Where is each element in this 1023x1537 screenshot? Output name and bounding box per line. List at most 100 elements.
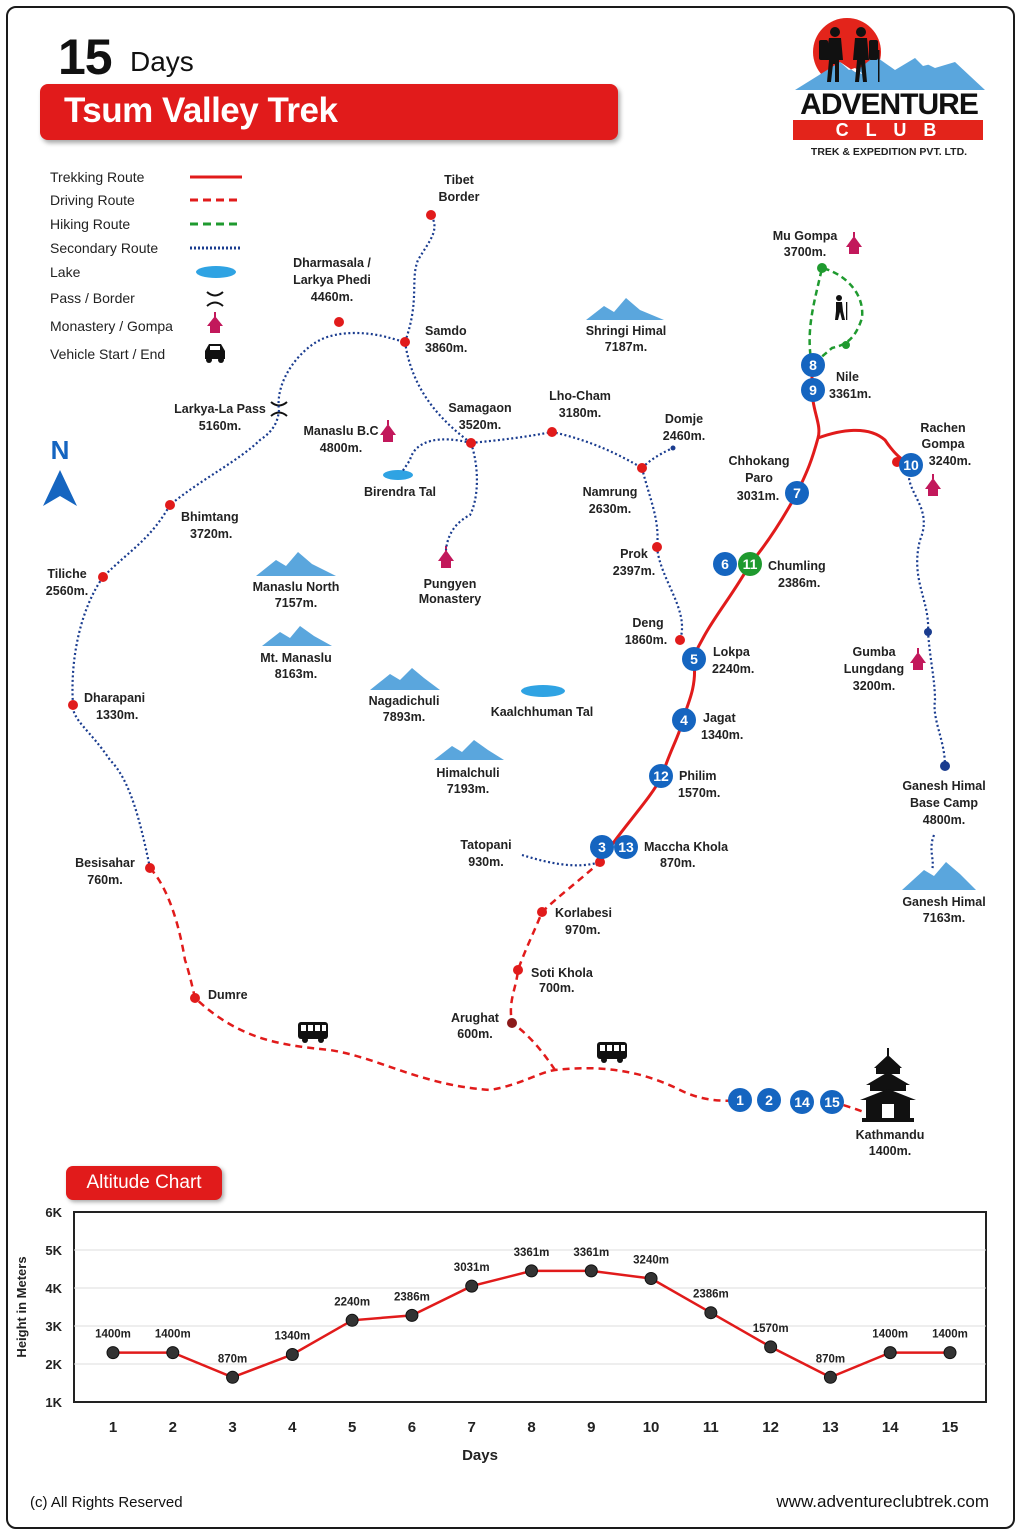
place-label: Mu Gompa [773, 229, 839, 243]
altitude-data-label: 1570m [753, 1323, 789, 1335]
trekking-routes [598, 365, 912, 863]
y-tick-label: 1K [45, 1395, 62, 1410]
altitude-data-label: 2386m [693, 1289, 729, 1301]
place-dot [145, 863, 155, 873]
brand-logo: ADVENTURE C L U B TREK & EXPEDITION PVT.… [793, 18, 985, 158]
mountain-icon [370, 668, 440, 690]
lake-icon [383, 470, 413, 480]
route-dot [924, 628, 932, 636]
mountain-icons [256, 298, 976, 890]
place-label: Soti Khola [531, 966, 594, 980]
monastery-icon [846, 232, 862, 254]
x-tick-label: 9 [587, 1419, 595, 1436]
day-marker-label: 9 [809, 382, 817, 398]
secondary-route-west [71, 331, 406, 869]
place-alt: 3720m. [190, 527, 232, 541]
secondary-route-namrung-deng [640, 467, 683, 641]
altitude-data-label: 1340m [274, 1331, 310, 1343]
day-marker: 9 [801, 378, 825, 402]
day-marker: 15 [820, 1090, 844, 1114]
place-label: Tiliche [47, 567, 86, 581]
title-banner: Tsum Valley Trek [40, 84, 618, 140]
monastery-icon [925, 474, 941, 496]
altitude-data-label: 3361m [514, 1247, 550, 1259]
place-alt: 2560m. [46, 584, 88, 598]
altitude-point [226, 1370, 240, 1384]
altitude-point [166, 1346, 180, 1360]
altitude-point [644, 1272, 658, 1285]
place-alt: 1340m. [701, 728, 743, 742]
day-marker: 14 [790, 1090, 814, 1114]
place-label: Samdo [425, 324, 467, 338]
days-word: Days [130, 46, 194, 77]
place-label: Nile [836, 370, 859, 384]
altitude-chart-tab: Altitude Chart [66, 1166, 222, 1200]
day-marker-label: 2 [765, 1092, 773, 1108]
y-axis-label: Height in Meters [14, 1256, 29, 1357]
place-label: Bhimtang [181, 510, 239, 524]
place-alt: 2460m. [663, 429, 705, 443]
place-dot [190, 993, 200, 1003]
mountain-alt: 8163m. [275, 667, 317, 681]
place-alt: 2240m. [712, 662, 754, 676]
copyright-text: (c) All Rights Reserved [30, 1494, 183, 1511]
monastery-icon [438, 546, 454, 568]
mountain-label: Mt. Manaslu [260, 651, 332, 665]
place-alt: Monastery [419, 592, 482, 606]
place-label: Kaalchhuman Tal [491, 705, 594, 719]
mountain-icon [902, 862, 976, 890]
place-label: Gumba [852, 645, 896, 659]
altitude-data-label: 2240m [334, 1296, 370, 1308]
place-label: Chumling [768, 559, 826, 573]
brand-name-top: ADVENTURE [800, 88, 978, 121]
x-tick-label: 4 [288, 1419, 297, 1436]
place-alt: Larkya Phedi [293, 273, 371, 287]
altitude-point [584, 1264, 598, 1278]
mountain-icon [256, 552, 336, 576]
secondary-route-tatopani [521, 853, 601, 867]
place-dot [507, 1018, 517, 1028]
altitude-point [285, 1348, 299, 1361]
place-label: Lho-Cham [549, 389, 611, 403]
altitude-point [764, 1340, 778, 1354]
place-label: Prok [620, 547, 648, 561]
secondary-route-lhocham [470, 430, 643, 469]
legend: Trekking Route Driving Route Hiking Rout… [50, 169, 242, 363]
place-dot [637, 463, 647, 473]
day-marker-label: 11 [743, 556, 758, 572]
day-markers: 1 2 14 15 3 13 12 4 5 6 11 7 8 9 10 [590, 353, 923, 1114]
day-marker: 12 [649, 764, 673, 788]
bus-icon [597, 1042, 627, 1063]
secondary-route-ganesh-peak [930, 834, 936, 871]
place-dot [426, 210, 436, 220]
place-alt: 4460m. [311, 290, 353, 304]
altitude-data-label: 1400m [872, 1329, 908, 1341]
mountain-label: Shringi Himal [586, 324, 667, 338]
day-marker-label: 12 [653, 768, 669, 784]
place-labels: Tibet Border Dharmasala / Larkya Phedi 4… [46, 173, 986, 1158]
day-marker-label: 10 [903, 457, 919, 473]
day-marker-label: 4 [680, 712, 688, 728]
day-marker-label: 6 [721, 556, 729, 572]
place-label: Besisahar [75, 856, 135, 870]
bus-icon [298, 1022, 328, 1043]
legend-label-trekking: Trekking Route [50, 169, 145, 185]
pass-icon [270, 401, 288, 417]
secondary-route-birendra [401, 438, 472, 473]
place-alt: 1330m. [96, 708, 138, 722]
pass-icon [206, 291, 224, 307]
place-alt: 4800m. [923, 813, 965, 827]
x-tick-label: 13 [822, 1419, 839, 1436]
legend-label-secondary: Secondary Route [50, 240, 158, 256]
place-alt: Paro [745, 471, 773, 485]
altitude-point [883, 1346, 897, 1360]
place-label: Samagaon [448, 401, 511, 415]
place-label: Dumre [208, 988, 248, 1002]
day-marker: 6 [713, 552, 737, 576]
mountain-alt: 7157m. [275, 596, 317, 610]
driving-route-arughat [509, 861, 601, 1071]
x-tick-label: 1 [109, 1419, 117, 1436]
x-tick-label: 11 [703, 1419, 719, 1436]
